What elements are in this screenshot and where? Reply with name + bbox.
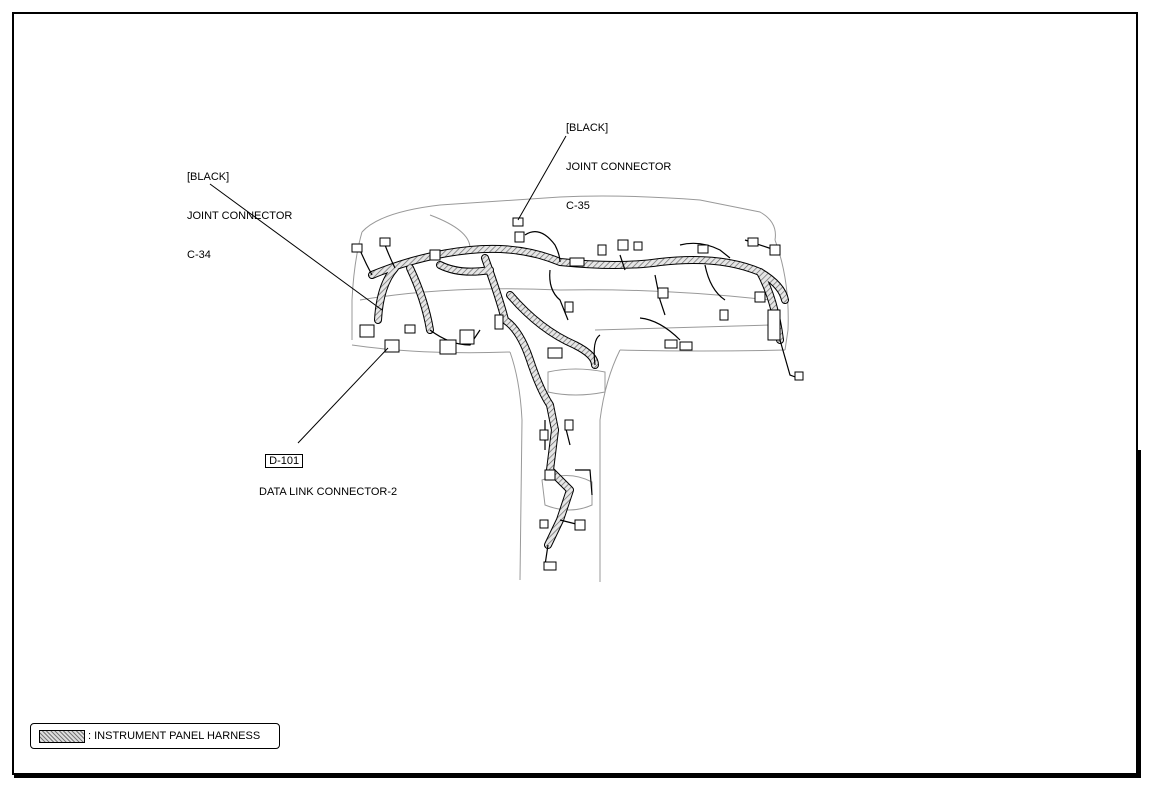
- leader-lines: [209, 135, 567, 444]
- callout-c35-color: [BLACK]: [566, 122, 609, 134]
- callout-d101-name: DATA LINK CONNECTOR-2: [259, 486, 398, 498]
- callout-c34-color: [BLACK]: [187, 171, 230, 183]
- callout-d101-code: D-101: [265, 454, 304, 468]
- callout-c34: [BLACK] JOINT CONNECTOR C-34: [187, 145, 292, 275]
- legend-text: : INSTRUMENT PANEL HARNESS: [88, 730, 261, 742]
- callout-c35-code: C-35: [566, 200, 590, 212]
- legend: : INSTRUMENT PANEL HARNESS: [30, 723, 280, 749]
- dashboard-outline: [351, 195, 789, 582]
- leader-line-c34: [209, 183, 383, 311]
- callout-c35-name: JOINT CONNECTOR: [566, 161, 672, 173]
- branch-wires: [359, 231, 799, 566]
- callout-c35: [BLACK] JOINT CONNECTOR C-35: [566, 96, 671, 226]
- drawing-frame: [12, 12, 1138, 775]
- connector-blocks: [351, 217, 804, 571]
- callout-c34-code: C-34: [187, 249, 211, 261]
- leader-line-d101: [297, 347, 389, 444]
- harness-hatch-swatch: [39, 729, 85, 743]
- frame-shadow-bottom: [14, 775, 1141, 778]
- callout-d101: D-101 DATA LINK CONNECTOR-2: [259, 442, 397, 512]
- callout-c34-name: JOINT CONNECTOR: [187, 210, 293, 222]
- frame-shadow-right: [1138, 450, 1141, 778]
- leader-line-c35: [517, 135, 567, 221]
- instrument-panel-harness: [368, 244, 789, 549]
